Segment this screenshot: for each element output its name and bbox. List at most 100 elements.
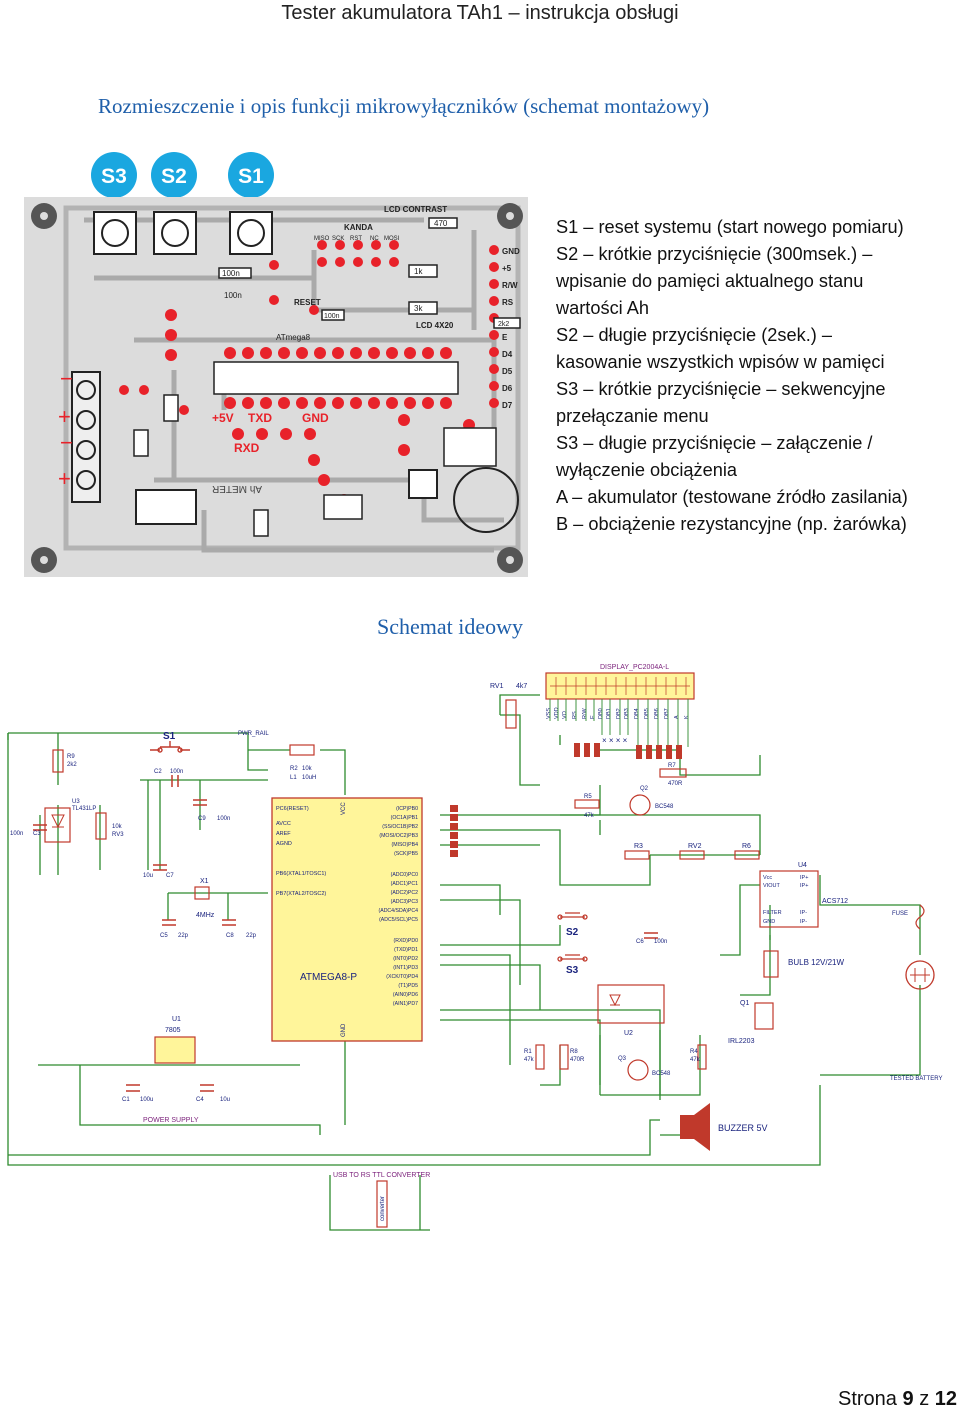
silk-470: 470 [434, 219, 448, 228]
svg-text:(ADC2)PC2: (ADC2)PC2 [391, 890, 418, 896]
svg-text:100n: 100n [654, 939, 667, 945]
svg-text:TL431LP: TL431LP [72, 806, 96, 812]
svg-text:10u: 10u [220, 1097, 230, 1103]
svg-text:(T1)PD5: (T1)PD5 [398, 983, 418, 989]
bulb-icon [763, 950, 779, 978]
switch-s1 [229, 211, 273, 255]
svg-text:VIOUT: VIOUT [763, 883, 780, 889]
svg-text:DB3: DB3 [624, 708, 630, 719]
svg-text:GND: GND [341, 1023, 347, 1037]
svg-text:2k2: 2k2 [67, 762, 77, 768]
wires [7, 694, 921, 1231]
svg-text:10u: 10u [143, 873, 153, 879]
svg-text:C1: C1 [122, 1097, 130, 1103]
rv3-potentiometer [95, 812, 107, 840]
svg-text:Q1: Q1 [740, 1000, 749, 1007]
silk-5v: +5V [212, 411, 234, 425]
mcu-label: ATMEGA8-P [300, 972, 357, 983]
badge-s1-label: S1 [238, 165, 264, 188]
mcu-socket [213, 361, 459, 395]
svg-text:R6: R6 [742, 843, 751, 850]
silk-3k: 3k [414, 304, 423, 313]
silk-2k2: 2k2 [498, 321, 509, 328]
svg-text:R2: R2 [290, 766, 298, 772]
footer-middle: z [919, 1388, 930, 1410]
svg-text:BC548: BC548 [652, 1071, 671, 1077]
svg-text:FILTER: FILTER [763, 910, 782, 916]
svg-text:AREF: AREF [276, 831, 291, 837]
svg-text:R9: R9 [67, 754, 75, 760]
optocoupler-u2 [597, 984, 665, 1024]
svg-text:(MISO)PB4: (MISO)PB4 [391, 842, 418, 848]
section-title-schematic: Schemat ideowy [377, 614, 524, 639]
terminal-block [71, 371, 101, 503]
silk-header-pins: MISO SCK RST NC MOSI [314, 236, 400, 242]
badge-s1: S1 [228, 152, 274, 198]
lcd-pin-labels: VSS VDD VO RS R/W E DB0 DB1 DB2 DB3 DB4 … [546, 707, 690, 719]
bulb-label: BULB 12V/21W [788, 958, 844, 967]
svg-text:VSS: VSS [546, 708, 552, 719]
svg-text:U4: U4 [798, 862, 807, 869]
svg-text:R1: R1 [524, 1049, 532, 1055]
svg-text:−: − [60, 430, 73, 455]
svg-text:(INT0)PD2: (INT0)PD2 [393, 956, 418, 962]
badge-s3-label: S3 [101, 165, 127, 188]
svg-text:C3: C3 [33, 831, 41, 837]
svg-text:PC6(RESET): PC6(RESET) [276, 806, 309, 812]
svg-text:IRL2203: IRL2203 [728, 1038, 755, 1045]
usb-label: USB TO RS TTL CONVERTER [333, 1172, 430, 1179]
svg-text:+5: +5 [502, 264, 512, 273]
switch-s3 [93, 211, 137, 255]
s1-label: S1 [163, 731, 176, 742]
r7-resistor [659, 768, 687, 778]
svg-text:7805: 7805 [165, 1027, 181, 1034]
r2-resistor [289, 744, 315, 756]
buzzer-symbol [680, 1103, 710, 1151]
svg-text:22p: 22p [178, 933, 189, 939]
svg-text:IP-: IP- [800, 919, 807, 925]
svg-text:(OC1A)PB1: (OC1A)PB1 [391, 815, 419, 821]
svg-text:VO: VO [562, 710, 568, 719]
desc-line: A – akumulator (testowane źródło zasilan… [556, 487, 908, 507]
svg-text:100u: 100u [140, 1097, 153, 1103]
svg-text:R4: R4 [690, 1049, 698, 1055]
svg-text:C8: C8 [226, 933, 234, 939]
svg-text:RST: RST [350, 236, 362, 242]
badge-s2-label: S2 [161, 165, 187, 188]
svg-text:E: E [590, 715, 596, 719]
u4-pins: Vcc VIOUT FILTER GND IP+ IP+ IP- IP- [763, 875, 808, 925]
buzzer-icon [453, 467, 519, 533]
svg-text:SCK: SCK [332, 236, 344, 242]
svg-text:(AIN1)PD7: (AIN1)PD7 [393, 1001, 418, 1007]
svg-text:MOSI: MOSI [384, 236, 400, 242]
svg-text:U2: U2 [624, 1030, 633, 1037]
svg-text:IP+: IP+ [800, 875, 808, 881]
desc-line: S3 – krótkie przyciśnięcie – sekwencyjne [556, 379, 886, 399]
mcu-atmega8 [271, 797, 423, 1042]
regulator-7805 [135, 489, 197, 525]
svg-text:47k: 47k [584, 813, 595, 819]
crystal-x1 [194, 886, 210, 900]
pcb-assembly-diagram: S3 S2 S1 A B [24, 152, 528, 577]
rv1-value: 4k7 [516, 683, 527, 690]
footer-prefix: Strona [838, 1388, 897, 1410]
section-title-layout: Rozmieszczenie i opis funkcji mikrowyłąc… [98, 94, 710, 118]
desc-line: wpisanie do pamięci aktualnego stanu [556, 271, 864, 291]
silk-gnd: GND [302, 411, 329, 425]
svg-text:+: + [58, 466, 71, 491]
r4-resistor [697, 1044, 707, 1070]
rv1-label: RV1 [490, 683, 504, 690]
svg-text:C7: C7 [166, 873, 174, 879]
svg-text:22p: 22p [246, 933, 257, 939]
desc-line: B – obciążenie rezystancyjne (np. żarówk… [556, 514, 907, 534]
svg-text:47k: 47k [524, 1057, 535, 1063]
svg-text:10k: 10k [112, 824, 123, 830]
svg-text:K: K [684, 715, 690, 719]
svg-text:470R: 470R [668, 781, 683, 787]
svg-text:E: E [502, 333, 508, 342]
svg-text:C4: C4 [196, 1097, 204, 1103]
svg-text:DB7: DB7 [664, 708, 670, 719]
svg-text:R5: R5 [584, 794, 592, 800]
rv1-potentiometer [505, 699, 517, 729]
svg-text:D5: D5 [502, 367, 513, 376]
